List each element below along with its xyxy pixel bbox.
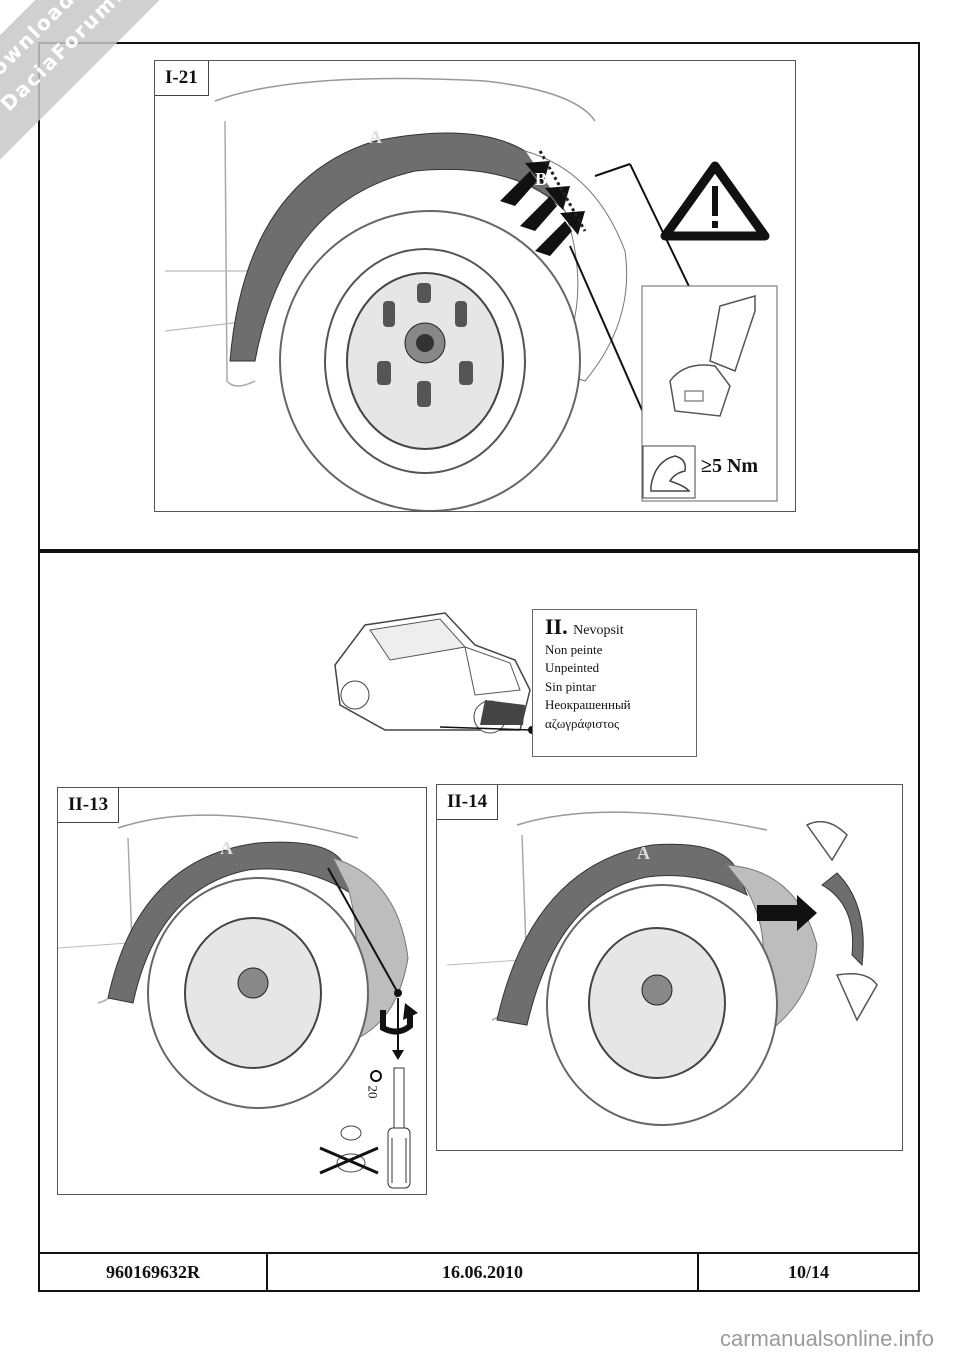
lang-line: Unpeinted: [545, 660, 600, 675]
step-tag: II-13: [58, 788, 120, 823]
screw-removal-illustration: [58, 814, 418, 1189]
part-b-label: B: [535, 169, 548, 189]
document-footer: 960169632R 16.06.2010 10/14: [38, 1252, 920, 1292]
section-heading: II. Nevopsit: [545, 616, 684, 641]
site-watermark[interactable]: carmanualsonline.info: [719, 1326, 934, 1351]
panel-ii13: II-13 A 20: [57, 787, 427, 1195]
lang-line: Неокрашенный: [545, 697, 631, 712]
section-number: II.: [545, 614, 568, 639]
lang-line: Sin pintar: [545, 678, 596, 694]
section-divider: [38, 549, 920, 553]
page-number: 10/14: [787, 1261, 829, 1282]
part-a-label: A: [637, 843, 650, 863]
car-thumbnail: [334, 612, 536, 734]
lang-line: Non peinte: [545, 641, 603, 657]
arch-fitting-illustration: [446, 811, 878, 1126]
reference-number: 960169632R: [40, 1254, 268, 1290]
unpainted-info-box: II. Nevopsit Non peinte Unpeinted Sin pi…: [532, 609, 697, 757]
part-a-label: A: [369, 127, 382, 147]
wheel-arch-illustration: [164, 77, 778, 511]
step-tag: II-14: [437, 785, 499, 820]
section-word: Nevopsit: [573, 623, 624, 638]
panel-ii14: II-14 A B: [436, 784, 903, 1151]
panel-i21: I-21 A B ≥5 Nm: [154, 60, 796, 512]
document-date: 16.06.2010: [268, 1254, 699, 1290]
part-b-label: B: [837, 913, 850, 933]
lang-line: αζωγράφιστος: [545, 715, 620, 731]
step-tag: I-21: [155, 61, 209, 96]
torque-label: ≥5 Nm: [701, 455, 759, 477]
part-a-label: A: [220, 838, 233, 858]
screw-size-label: 20: [365, 1085, 381, 1099]
